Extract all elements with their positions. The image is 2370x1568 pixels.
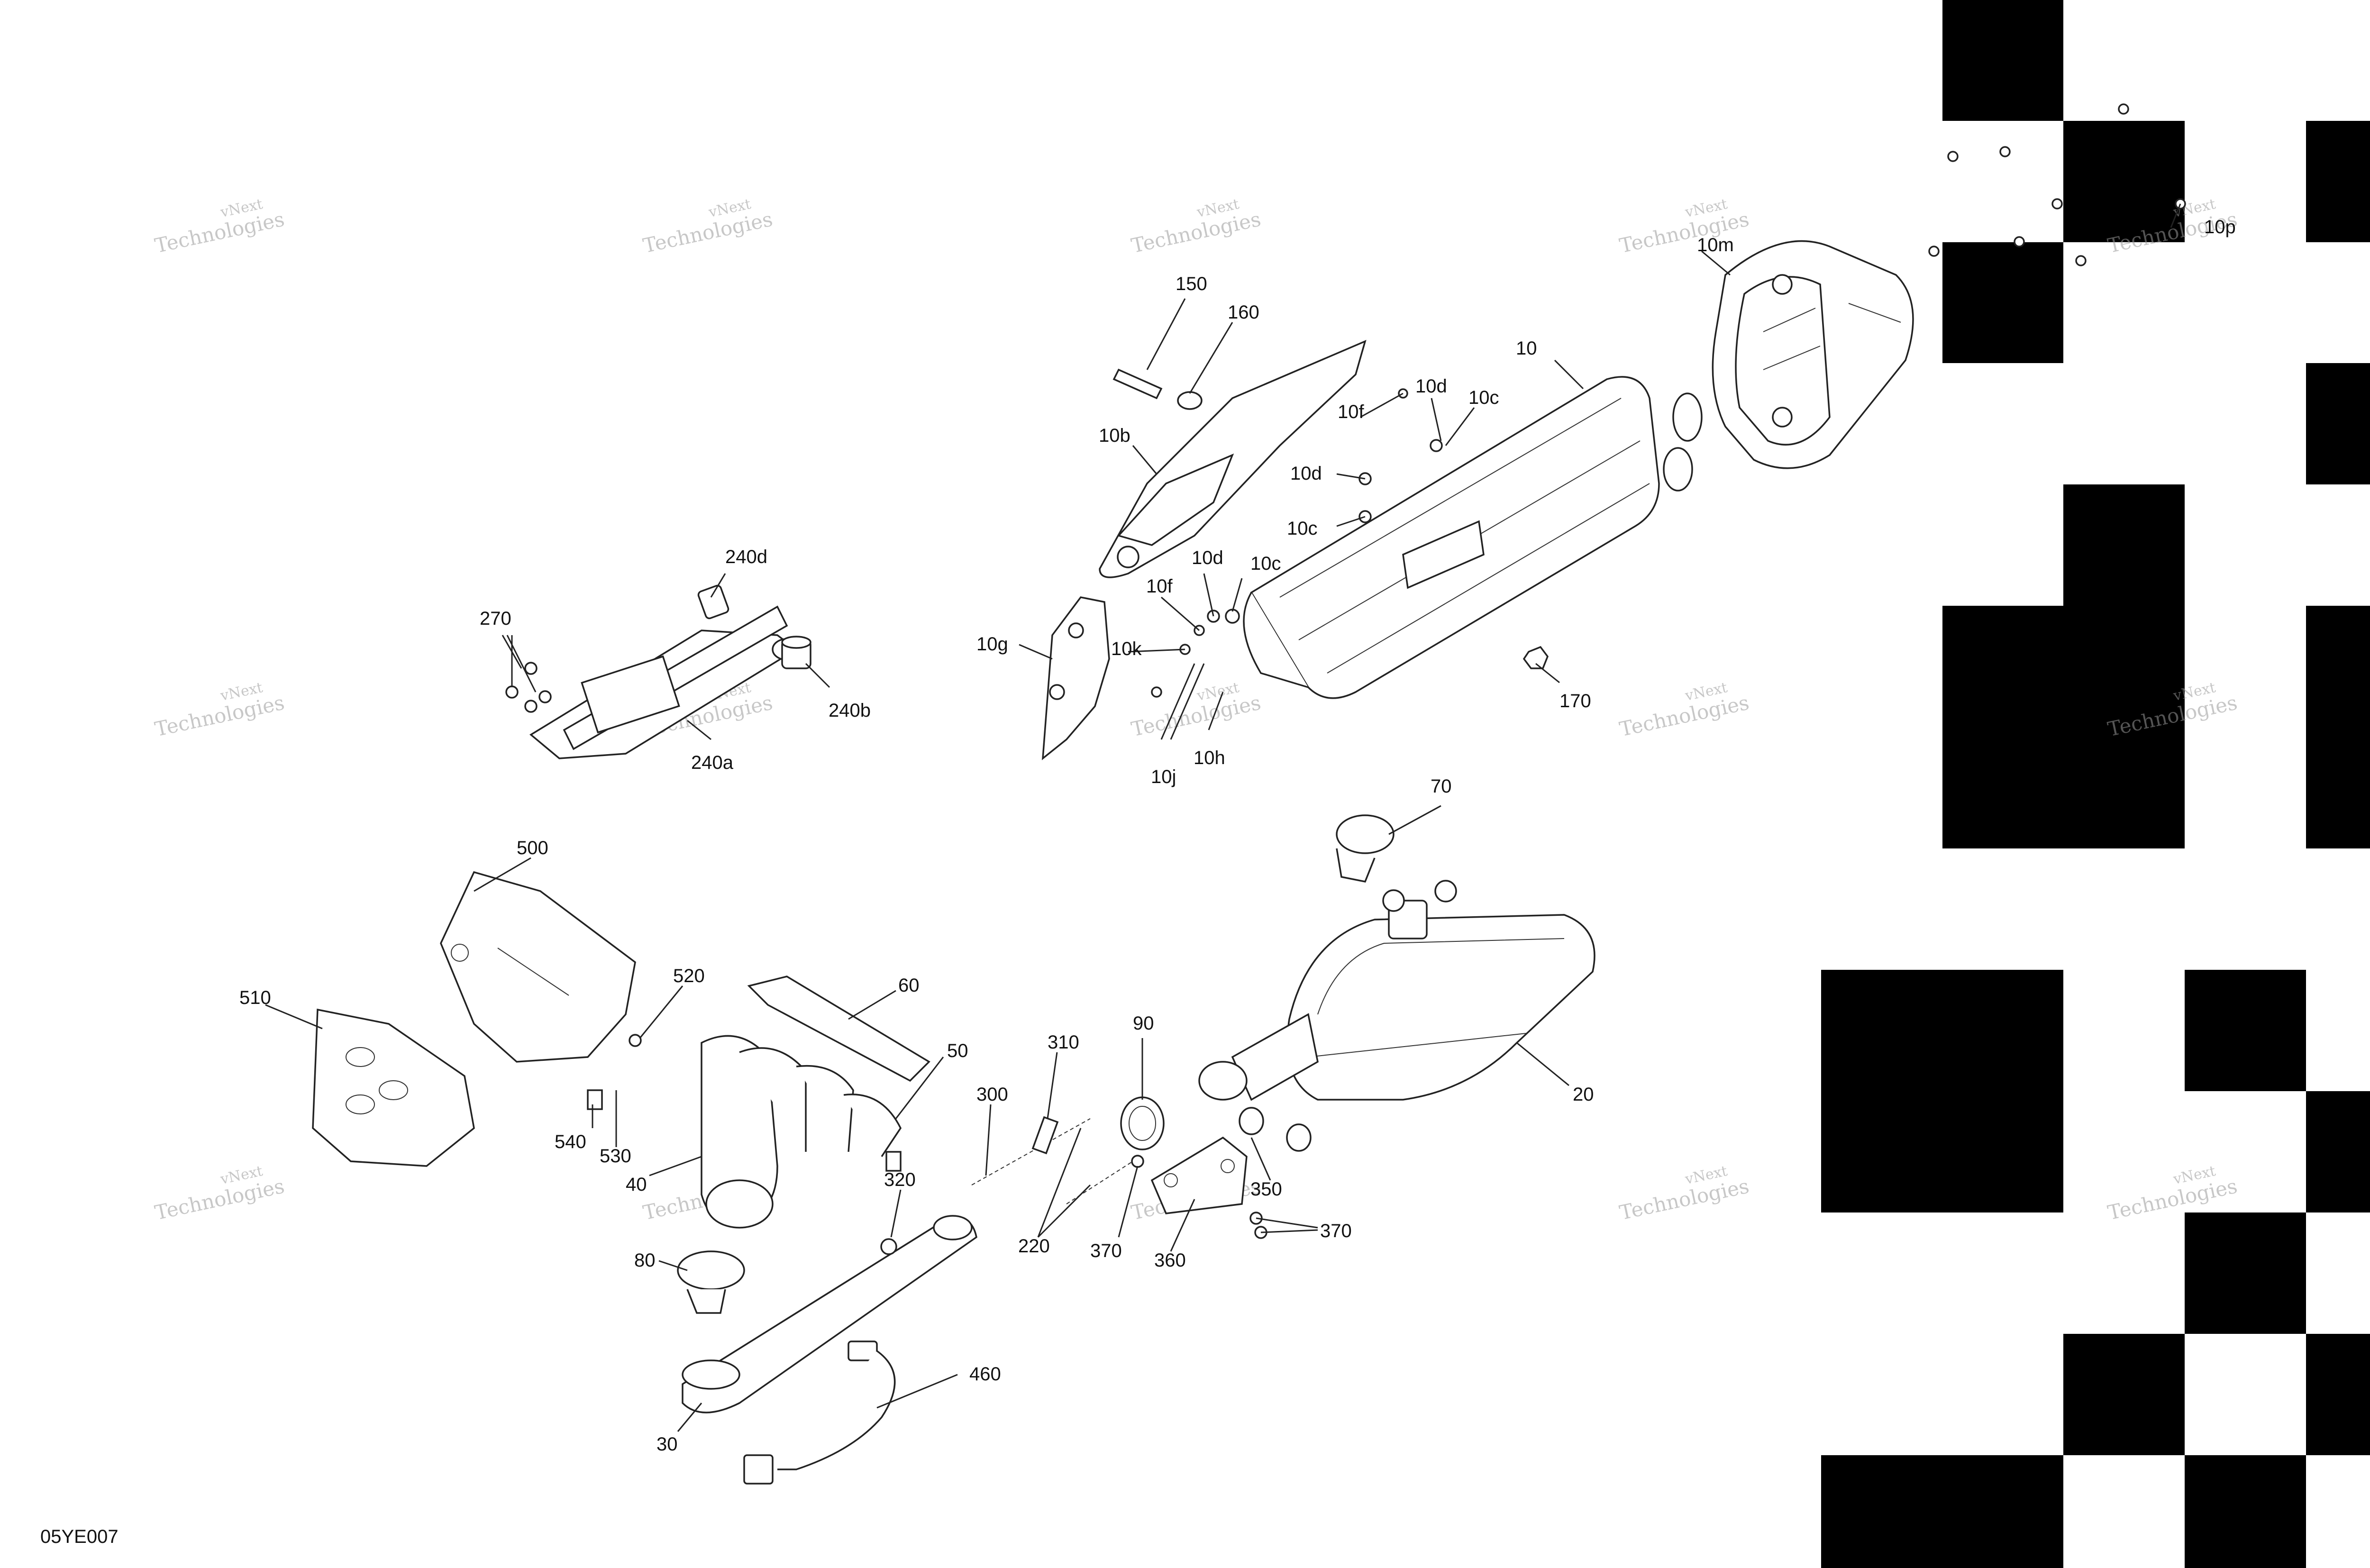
watermark-line2: Technologies — [1129, 207, 1263, 257]
exhaust-manifold — [701, 1035, 902, 1229]
callout-label: 10f — [1338, 401, 1364, 422]
gasket-60 — [747, 975, 930, 1082]
callout-label: 80 — [634, 1250, 656, 1271]
callout-label: 520 — [673, 966, 705, 986]
callout-label: 150 — [1176, 273, 1207, 294]
watermark-line2: Technologies — [153, 207, 286, 257]
callout-label: 10c — [1468, 387, 1499, 408]
heat-shield-510 — [312, 1008, 475, 1167]
callout-label: 350 — [1250, 1179, 1282, 1200]
callout-label: 10b — [1099, 425, 1130, 446]
callout-label: 10h — [1194, 748, 1225, 768]
callout-label: 270 — [480, 608, 511, 629]
callout-label: 510 — [239, 987, 271, 1008]
callout-label: 10d — [1192, 547, 1223, 568]
callout-label: 10 — [1516, 338, 1537, 359]
small-fasteners — [505, 103, 2186, 1255]
callout-label: 370 — [1090, 1240, 1122, 1261]
watermark-line2: Technologies — [641, 207, 775, 257]
bolt-150 — [1112, 368, 1163, 400]
callout-label: 10j — [1151, 766, 1176, 787]
callout-label: 370 — [1320, 1221, 1352, 1241]
callout-label: 60 — [898, 975, 920, 996]
callout-label: 530 — [600, 1146, 631, 1167]
callout-label: 90 — [1133, 1013, 1154, 1034]
oxygen-sensor — [743, 1340, 896, 1485]
clamp-80 — [677, 1250, 745, 1314]
clamp-70 — [1336, 814, 1395, 883]
gasket-90 — [1120, 1096, 1165, 1150]
callout-label: 30 — [656, 1434, 678, 1455]
callout-label: 160 — [1228, 302, 1259, 323]
watermark-line2: Technologies — [153, 691, 286, 741]
muffler-lower — [1198, 880, 1595, 1101]
head-pipe — [682, 1215, 977, 1413]
callout-label: 240d — [725, 547, 767, 567]
callout-label: 70 — [1431, 776, 1452, 797]
callout-label: 240a — [691, 752, 734, 773]
callout-label: 10g — [976, 634, 1008, 655]
callout-label: 10c — [1250, 553, 1281, 574]
callout-label: 40 — [626, 1174, 647, 1195]
callout-label: 310 — [1048, 1032, 1079, 1053]
callout-label: 10d — [1290, 463, 1322, 484]
part-drawings — [312, 103, 2186, 1485]
callout-label: 300 — [976, 1084, 1008, 1105]
callout-label: 220 — [1018, 1236, 1050, 1257]
watermark-line2: Technologies — [153, 1174, 286, 1224]
leader-lines — [265, 203, 2181, 1432]
watermark-line2: Technologies — [1617, 1174, 1751, 1224]
washer-160 — [1177, 391, 1203, 410]
springs-220 — [971, 1118, 1133, 1204]
callout-label: 10p — [2204, 217, 2236, 237]
callout-label: 10c — [1287, 518, 1318, 539]
callout-label: 10k — [1111, 638, 1142, 659]
callout-label: 10d — [1415, 376, 1447, 397]
heat-shield-10g — [1041, 596, 1110, 760]
heat-shield-500 — [440, 871, 636, 1063]
document-id: 05YE007 — [40, 1526, 118, 1547]
callout-label: 360 — [1154, 1250, 1186, 1271]
callout-label: 10f — [1146, 576, 1173, 597]
nut-170 — [1522, 646, 1549, 669]
callout-label: 460 — [969, 1364, 1001, 1385]
callout-label: 540 — [555, 1131, 586, 1152]
callout-label: 20 — [1573, 1084, 1594, 1105]
muffler-upper — [1243, 376, 1703, 699]
callout-label: 170 — [1559, 691, 1591, 711]
callout-label: 320 — [884, 1169, 916, 1190]
black-mosaic-blocks — [1821, 0, 2370, 1568]
callout-label: 240b — [829, 700, 871, 721]
bushing-240b — [781, 636, 811, 669]
watermark-line2: Technologies — [1129, 691, 1263, 741]
heat-shield-10b — [1099, 339, 1367, 578]
grommets-350 — [1239, 1107, 1312, 1152]
callout-label: 50 — [947, 1040, 968, 1061]
callout-label: 500 — [517, 838, 548, 858]
bracket-240a — [529, 605, 802, 759]
sleeve-240d — [697, 584, 729, 620]
callout-labels: 10 10b 10c 10c 10c 10d 10d 10d 10f 10f 1… — [239, 217, 2236, 1455]
end-cap — [1712, 240, 1914, 469]
bracket-360 — [1150, 1136, 1248, 1214]
callout-label: 10m — [1697, 235, 1734, 255]
watermark-line2: Technologies — [1617, 691, 1751, 741]
